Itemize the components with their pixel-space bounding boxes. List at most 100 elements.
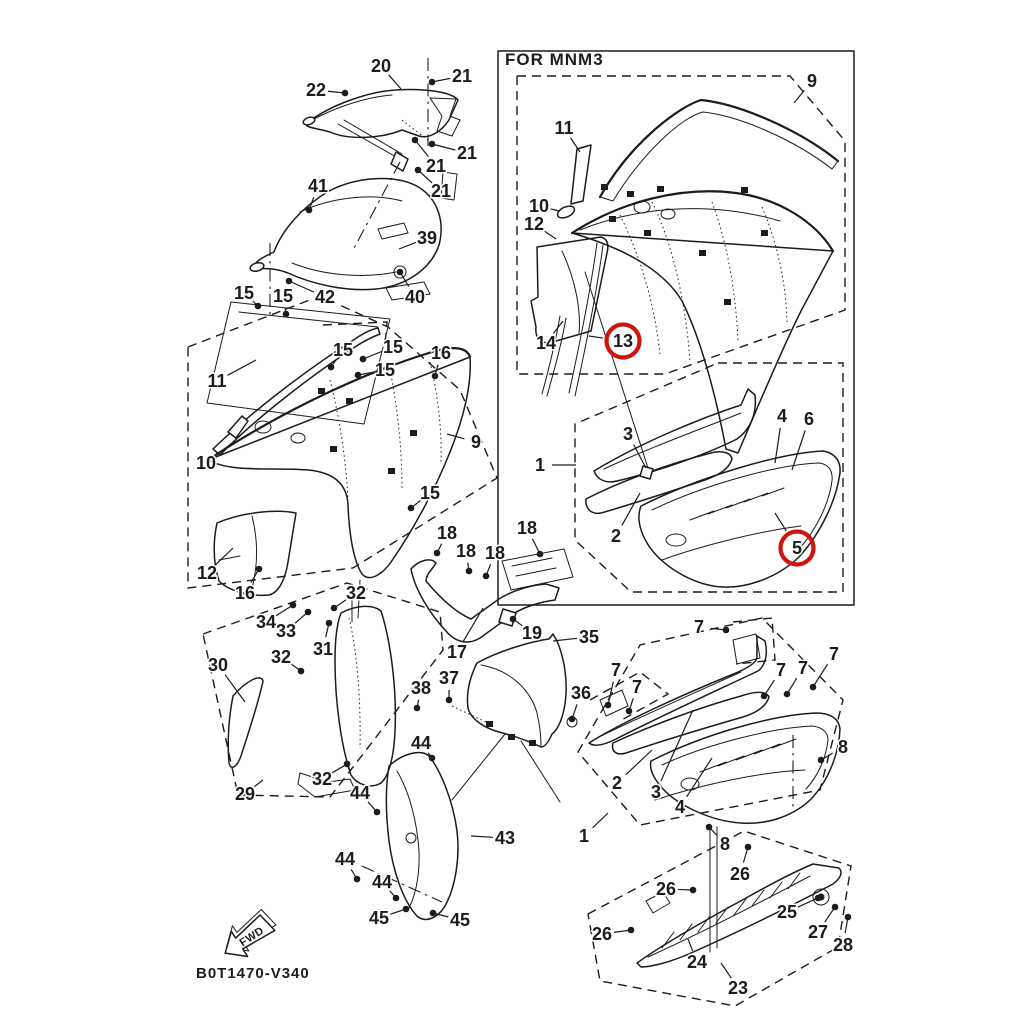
callout-22-0: 22	[306, 80, 326, 100]
fastener-dot-7	[625, 707, 633, 715]
callout-20-1: 20	[371, 56, 391, 76]
fastener-dot-26	[689, 886, 697, 894]
leader-line-12	[215, 547, 234, 566]
callout-18-22: 18	[437, 523, 457, 543]
fastener-dot-44	[428, 754, 436, 762]
leader-line-35	[552, 637, 578, 642]
callout-27-63: 27	[808, 922, 828, 942]
callout-11-68: 11	[554, 118, 573, 138]
callout-44-41: 44	[350, 783, 370, 803]
leader-line-29	[254, 779, 264, 788]
callout-21-5: 21	[431, 181, 451, 201]
callout-44-32: 44	[411, 733, 431, 753]
callout-21-3: 21	[457, 143, 477, 163]
inset-side-cover-art	[585, 388, 841, 588]
fastener-dot-44	[373, 808, 381, 816]
leader-line-4	[774, 427, 781, 464]
leader-line-34	[275, 604, 294, 617]
callout-3-74: 3	[623, 424, 633, 444]
fastener-dot-45	[402, 905, 410, 913]
callout-23-66: 23	[728, 978, 748, 998]
fastener-dot-42	[285, 277, 293, 285]
callout-8-53: 8	[838, 737, 848, 757]
leader-line-20	[388, 74, 402, 90]
inner-cover-art	[451, 633, 578, 803]
fastener-dot-44	[353, 875, 361, 883]
fastener-dot-7	[809, 683, 817, 691]
callout-45-46: 45	[450, 910, 470, 930]
callout-9-18: 9	[471, 432, 481, 452]
leader-line-7	[607, 681, 614, 706]
callout-6-77: 6	[804, 409, 814, 429]
callout-31-36: 31	[313, 639, 333, 659]
callout-36-31: 36	[571, 683, 591, 703]
callout-7-50: 7	[776, 660, 786, 680]
callout-43-44: 43	[495, 828, 515, 848]
callout-45-45: 45	[369, 908, 389, 928]
callout-17-27: 17	[447, 642, 467, 662]
callout-13-72: 13	[613, 331, 633, 351]
callout-21-2: 21	[452, 66, 472, 86]
fastener-dot-40	[396, 268, 404, 276]
callout-18-25: 18	[517, 518, 537, 538]
leader-line-14	[552, 320, 564, 334]
leader-line-43	[470, 835, 494, 838]
highlight-circles	[254, 78, 852, 934]
callout-39-7: 39	[417, 228, 437, 248]
callout-4-76: 4	[777, 406, 787, 426]
fastener-dot-8	[817, 756, 825, 764]
leader-line-21	[414, 139, 429, 158]
fastener-dot-18	[482, 572, 490, 580]
callout-15-19: 15	[420, 483, 440, 503]
fastener-dot-18	[433, 549, 441, 557]
leader-line-9	[446, 433, 465, 440]
callout-1-57: 1	[579, 826, 589, 846]
callout-26-59: 26	[730, 864, 750, 884]
callout-4-56: 4	[675, 797, 685, 817]
front-cowl-art	[249, 58, 442, 316]
callout-10-69: 10	[529, 196, 549, 216]
leader-line-23	[720, 962, 732, 979]
callout-34-34: 34	[256, 612, 276, 632]
leader-line-39	[398, 241, 417, 250]
fastener-dot-41	[305, 206, 313, 214]
callout-7-49: 7	[694, 617, 704, 637]
leader-line-11	[570, 137, 581, 153]
leader-line-11	[227, 359, 257, 376]
callout-26-60: 26	[656, 879, 676, 899]
callout-10-17: 10	[196, 453, 216, 473]
callout-25-62: 25	[777, 902, 797, 922]
callout-18-24: 18	[485, 543, 505, 563]
fastener-dot-22	[341, 89, 349, 97]
leader-line-6	[791, 430, 806, 471]
fastener-dot-15	[354, 371, 362, 379]
fastener-dot-26	[744, 843, 752, 851]
highlight-circle-5	[778, 529, 816, 567]
callout-28-64: 28	[833, 935, 853, 955]
callout-12-20: 12	[197, 563, 217, 583]
callout-15-15: 15	[375, 360, 395, 380]
leader-line-2	[621, 492, 641, 526]
callout-44-42: 44	[335, 849, 355, 869]
fastener-dot-7	[604, 701, 612, 709]
fastener-dot-33	[304, 608, 312, 616]
fastener-dot-26	[627, 926, 635, 934]
fastener-dot-15	[254, 302, 262, 310]
callout-7-52: 7	[829, 644, 839, 664]
fastener-dot-25	[814, 894, 822, 902]
leader-line-4	[686, 757, 713, 798]
leader-line-10	[550, 208, 560, 212]
fastener-dot-28	[844, 913, 852, 921]
meter-panel-art	[302, 88, 461, 201]
fastener-dot-16	[255, 565, 263, 573]
fastener-dot-21	[411, 136, 419, 144]
callout-35-28: 35	[579, 627, 599, 647]
callout-15-14: 15	[383, 337, 403, 357]
callout-42-8: 42	[315, 287, 335, 307]
callout-5-78: 5	[792, 538, 802, 558]
leader-line-12	[543, 230, 557, 240]
leader-line-3	[660, 709, 694, 782]
callout-11-12: 11	[207, 371, 226, 391]
